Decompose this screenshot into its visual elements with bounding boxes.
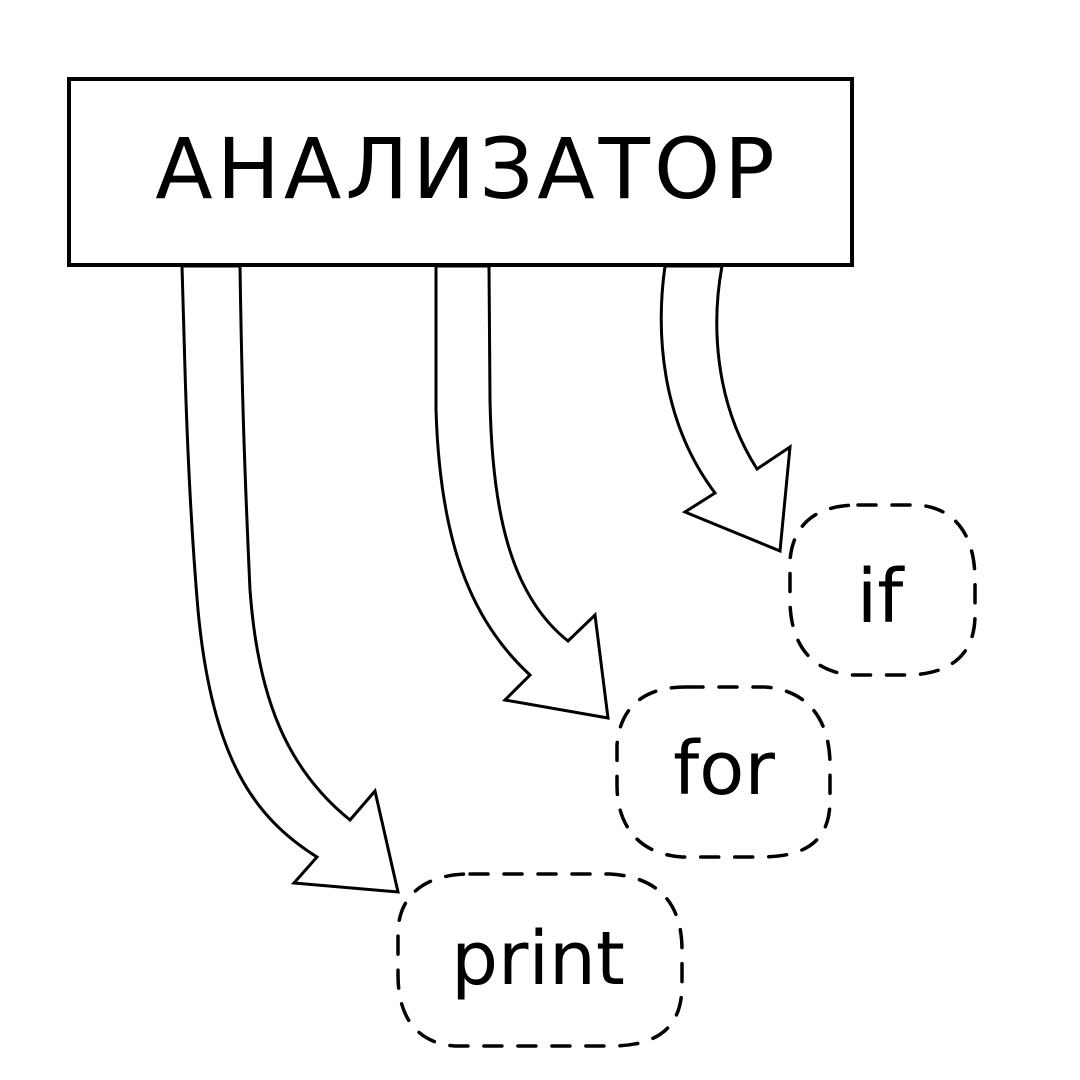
analyzer-box: АНАЛИЗАТОР bbox=[67, 77, 854, 267]
analyzer-label: АНАЛИЗАТОР bbox=[155, 120, 779, 218]
arrow-to-if bbox=[659, 264, 792, 554]
analyzer-box-frame bbox=[67, 77, 854, 267]
output-node-if: if bbox=[788, 503, 977, 677]
output-node-for-label: for bbox=[673, 726, 775, 812]
output-node-for: for bbox=[615, 685, 832, 859]
output-node-print: print bbox=[396, 872, 684, 1048]
output-node-if-outline bbox=[788, 503, 977, 677]
output-node-if-label: if bbox=[857, 554, 906, 640]
output-node-print-label: print bbox=[451, 916, 625, 1002]
arrow-to-for bbox=[434, 264, 610, 720]
arrow-to-print bbox=[180, 264, 400, 894]
output-node-for-outline bbox=[615, 685, 832, 859]
output-node-print-outline bbox=[396, 872, 684, 1048]
